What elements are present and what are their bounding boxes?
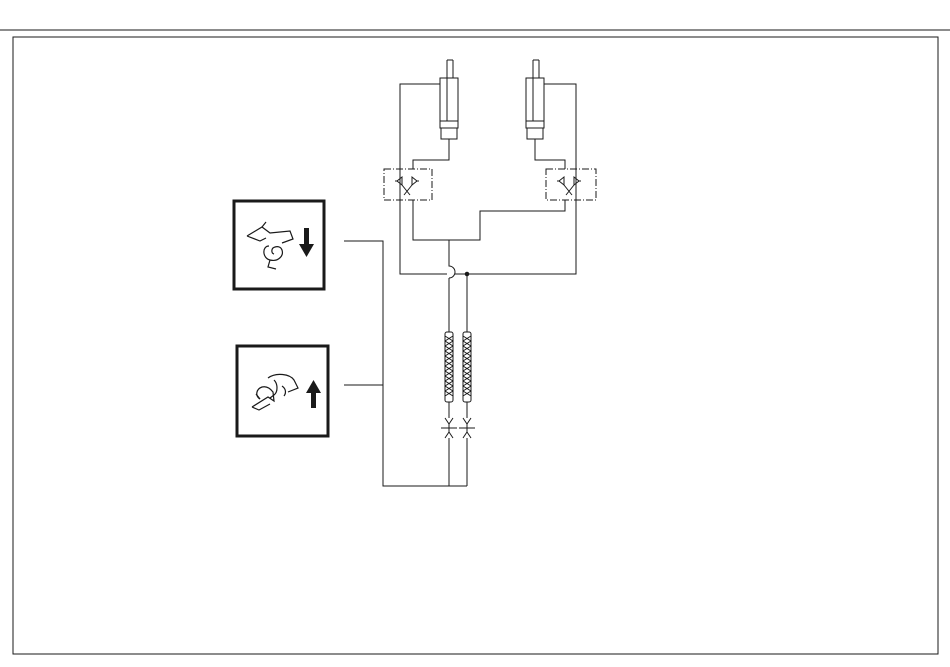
hydraulic-lines xyxy=(400,84,576,332)
check-valve-block-right xyxy=(546,169,596,200)
page-frame xyxy=(0,30,950,654)
hose-left xyxy=(445,332,453,418)
hydraulic-circuit xyxy=(344,60,596,486)
check-valve-block-left xyxy=(384,169,432,200)
quick-coupler-left xyxy=(441,418,457,486)
symbol-panel-up xyxy=(237,346,328,436)
symbol-panel-down xyxy=(234,201,324,289)
cylinder-right xyxy=(526,60,544,139)
hose-right xyxy=(463,332,471,418)
cylinder-left xyxy=(440,60,458,139)
junction-dot xyxy=(465,272,469,276)
quick-coupler-right xyxy=(459,418,475,486)
